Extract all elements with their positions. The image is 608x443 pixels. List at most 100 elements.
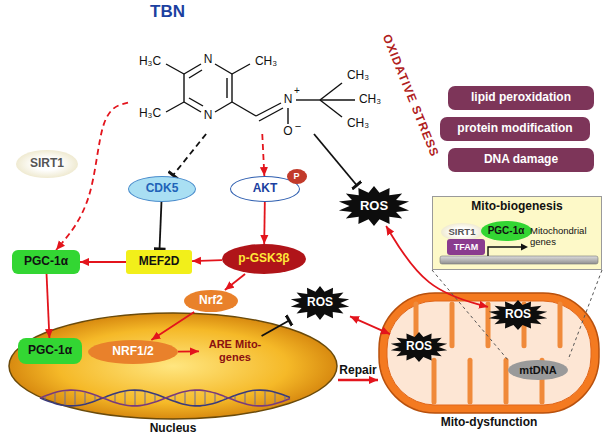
atom-label: +: [294, 85, 300, 97]
atom-label: CH₃: [347, 117, 369, 131]
gene-element: ARE Mito-genes: [199, 336, 271, 366]
leader-lines: [432, 270, 508, 360]
nucleus-dna-helix: [245, 393, 246, 403]
node-text: AKT: [253, 182, 278, 196]
mito-inner-membrane: [387, 301, 591, 405]
mtdna-ellipse: mtDNA: [508, 360, 568, 380]
nucleus-dna-helix: [55, 393, 56, 403]
tbn-molecule-bonds: [166, 64, 184, 74]
nucleus-dna-helix: [185, 392, 186, 404]
node-heading: Mito-dysfunction: [358, 416, 608, 430]
protein-box: MEF2D: [126, 250, 192, 274]
mito-gene-bar: [440, 244, 598, 265]
nucleus-dna-helix: [285, 396, 286, 400]
tbn-molecule-bonds: [183, 74, 184, 102]
nucleus-dna-helix: [40, 390, 290, 406]
activation-arrow: [178, 350, 199, 352]
activation-arrow: [262, 134, 264, 176]
activation-arrow: [80, 261, 126, 263]
atom-label: N: [284, 93, 293, 107]
tbn-molecule-bonds: [215, 102, 232, 112]
ros-burst: ROS: [488, 300, 548, 330]
protein-box: TFAM: [447, 239, 485, 255]
atom-label: CH₃: [347, 69, 369, 83]
node-text: lipid peroxidation: [471, 91, 571, 105]
stress-box: DNA damage: [448, 148, 594, 172]
activation-arrow: [338, 379, 378, 382]
nucleus-dna-helix: [40, 390, 290, 406]
protein-ellipse: Nrf2: [184, 290, 238, 312]
node-heading: Nucleus: [0, 422, 358, 436]
nucleus-dna-helix: [105, 397, 106, 399]
activation-arrow: [56, 103, 128, 250]
node-text: TFAM: [454, 242, 479, 252]
node-text: P: [293, 171, 299, 181]
node-heading: Mito-biogenesis: [433, 200, 601, 214]
phospho-circle: P: [287, 169, 307, 184]
ros-star: [391, 332, 448, 362]
nucleus-dna-helix: [135, 391, 136, 405]
atom-label: H₃C: [139, 107, 161, 121]
tbn-molecule-bonds: [166, 102, 184, 112]
nucleus-dna-helix: [165, 397, 166, 398]
stress-box: protein modification: [440, 117, 590, 141]
atom-label: H₃C: [139, 55, 161, 69]
node-text: ROS: [505, 308, 531, 322]
nucleus-dna-helix: [225, 397, 226, 399]
nucleus-dna-helix: [255, 391, 256, 405]
tbn-molecule-bonds: [215, 64, 232, 74]
node-text: SIRT1: [30, 157, 64, 171]
ros-burst: ROS: [390, 332, 448, 362]
tbn-molecule-bonds: [189, 98, 203, 106]
tbn-molecule-bonds: [166, 64, 355, 124]
node-text: ROS: [406, 340, 432, 354]
nucleus-dna-helix: [205, 392, 206, 405]
protein-box: PGC-1α: [12, 250, 80, 274]
nucleus-dna-helix: [235, 396, 236, 400]
protein-box: PGC-1α: [18, 338, 82, 364]
node-text: mtDNA: [519, 364, 556, 377]
nucleus-dna-helix: [115, 394, 116, 402]
tbn-molecule-bonds: [259, 108, 283, 121]
nucleus-outline: [9, 313, 337, 419]
node-text: protein modification: [457, 122, 572, 136]
inhibition-line: [159, 202, 161, 250]
activation-arrow: [225, 274, 245, 290]
nucleus-dna-helix: [95, 395, 96, 400]
protein-ellipse: SIRT1: [16, 150, 78, 178]
activation-arrow: [192, 259, 222, 262]
inhibition-line: [172, 134, 206, 176]
nucleus-dna-helix: [275, 393, 276, 403]
activation-arrow: [47, 274, 50, 338]
nucleus-dna-helix: [175, 395, 176, 401]
node-text: Nrf2: [199, 294, 223, 308]
edge-label: Repair: [339, 363, 376, 377]
atom-label: N: [204, 109, 213, 123]
mito-gene-bar: [488, 247, 522, 256]
activation-arrow: [263, 202, 265, 244]
mito-outer-membrane: [379, 293, 599, 413]
ros-burst: ROS: [290, 286, 350, 320]
mito-gene-bar: [521, 244, 528, 251]
nucleus-dna-helix: [195, 391, 196, 405]
leader-lines: [432, 270, 602, 360]
node-heading: TBN: [150, 2, 185, 22]
protein-ellipse: NRF1/2: [88, 340, 178, 364]
node-text: DNA damage: [484, 153, 558, 167]
inhibition-line: [314, 134, 357, 186]
protein-ellipse: p-GSK3β: [222, 244, 306, 274]
stress-heading: OXIDATIVE STRESS: [379, 33, 441, 160]
ros-star: [489, 300, 547, 330]
node-text: PGC-1α: [24, 255, 68, 269]
node-text: p-GSK3β: [238, 252, 289, 266]
node-text: PGC-1α: [28, 344, 72, 358]
nucleus-dna-helix: [85, 393, 86, 404]
tbn-molecule-bonds: [256, 103, 281, 116]
node-text: ROS: [307, 296, 333, 310]
node-text: NRF1/2: [112, 345, 153, 359]
nucleus-dna-helix: [75, 391, 76, 405]
tbn-molecule-bonds: [232, 102, 256, 116]
tbn-molecule-bonds: [189, 70, 202, 78]
